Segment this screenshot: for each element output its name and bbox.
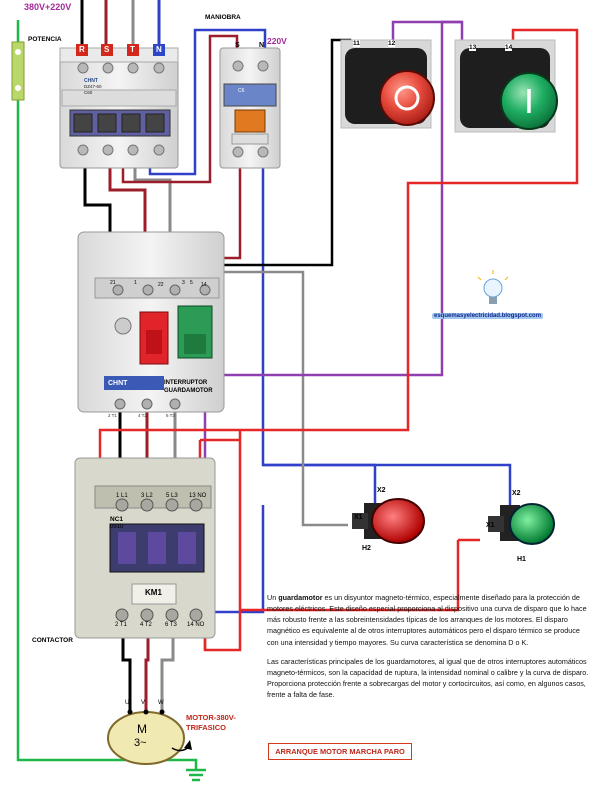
motor-circuit-breaker — [77, 231, 225, 413]
lamp-h2-x2: X2 — [377, 487, 386, 494]
control-voltage: 220V — [267, 36, 287, 46]
contactor-out-t2: 4 T2 — [140, 622, 152, 628]
description: Un guardamotor es un disyuntor magneto-t… — [267, 592, 589, 708]
contactor-name: KM1 — [145, 588, 162, 597]
contactor-label: CONTACTOR — [32, 637, 73, 644]
supply-lines — [80, 0, 161, 50]
guard-terminal-21: 21 — [110, 280, 116, 286]
pilot-lamp-h1 — [488, 503, 555, 545]
main-breaker — [59, 44, 179, 169]
start-terminal-13: 13 — [469, 44, 477, 51]
terminal-n: N — [156, 45, 162, 54]
guard-label-line2: GUARDAMOTOR — [164, 388, 213, 394]
main-breaker-rating: C60 — [84, 90, 93, 95]
paragraph1-bold: guardamotor — [278, 593, 323, 602]
lamp-h2-name: H2 — [362, 545, 371, 552]
terminal-r: R — [79, 45, 85, 54]
earth-line — [16, 20, 198, 770]
motor-phase-u: U — [125, 700, 130, 706]
motor-phase-w: W — [158, 700, 164, 706]
contactor-out-t3: 6 T3 — [165, 622, 177, 628]
guard-out-t1: 2 T1 — [108, 413, 117, 418]
contactor-in-l3: 5 L3 — [166, 493, 178, 499]
motor-label-line2: TRIFASICO — [186, 723, 227, 732]
paragraph1-rest: es un disyuntor magneto-térmico, especia… — [267, 593, 587, 647]
terminal-t: T — [130, 45, 135, 54]
stop-terminal-11: 11 — [353, 40, 360, 47]
contactor-in-l1: 1 L1 — [116, 493, 128, 499]
lamp-h2-x1: X1 — [354, 514, 363, 521]
main-breaker-terminal-badges — [76, 44, 165, 56]
contactor-out-14: 14 NO — [187, 622, 205, 628]
paragraph1-start: Un — [267, 593, 279, 602]
contactor-body — [74, 457, 216, 639]
motor-letter: M — [137, 722, 147, 736]
motor — [107, 709, 192, 765]
start-button — [454, 39, 558, 133]
footer-title: ARRANQUE MOTOR MARCHA PARO — [268, 743, 412, 760]
earth-symbol-icon — [186, 768, 206, 782]
control-terminal-n: N — [259, 42, 265, 49]
control-breaker — [219, 47, 281, 169]
motor-type: 3~ — [134, 737, 147, 749]
main-breaker-brand: CHNT — [84, 78, 98, 84]
control-terminal-s: S — [235, 42, 240, 49]
control-breaker-model: C6 — [238, 88, 245, 94]
guard-out-t2: 4 T2 — [138, 413, 147, 418]
guard-label-line1: INTERRUPTOR — [164, 380, 208, 386]
description-paragraph-1: Un guardamotor es un disyuntor magneto-t… — [267, 592, 589, 648]
motor-label-line1: MOTOR-380V- — [186, 713, 236, 722]
lamp-h1-name: H1 — [517, 556, 526, 563]
supply-label: 380V+220V — [24, 2, 72, 12]
description-paragraph-2: Las características principales de los g… — [267, 656, 589, 700]
terminal-s: S — [104, 45, 110, 54]
guard-terminal-14: 14 — [201, 282, 207, 288]
start-terminal-14: 14 — [505, 44, 513, 51]
power-label: POTENCIA — [28, 36, 62, 43]
lamp-h1-x2: X2 — [512, 490, 521, 497]
pilot-lamp-h2 — [352, 498, 425, 544]
guard-terminal-5: 5 — [190, 280, 193, 286]
supply-earth-marker — [11, 41, 25, 101]
motor-phase-v: V — [141, 700, 146, 706]
control-label: MANIOBRA — [205, 14, 241, 21]
light-bulb-icon — [477, 270, 509, 304]
contactor-in-13: 13 NO — [189, 493, 207, 499]
contactor-model-1: NC1 — [110, 516, 124, 523]
stop-button — [340, 39, 435, 129]
guard-terminal-22: 22 — [158, 282, 164, 288]
guard-out-t3: 6 T3 — [166, 413, 175, 418]
stop-terminal-12: 12 — [388, 40, 396, 47]
lamp-h1-x1: X1 — [486, 522, 495, 529]
guard-terminal-3: 3 — [182, 280, 185, 286]
power-wiring — [83, 168, 177, 712]
blog-url: esquemasyelectricidad.blogspot.com — [432, 313, 544, 319]
guard-brand: CHNT — [108, 380, 128, 387]
main-breaker-model: DZ47-60 — [84, 84, 102, 89]
guard-terminal-1: 1 — [134, 280, 137, 286]
contactor-out-t1: 2 T1 — [115, 622, 127, 628]
contactor-in-l2: 3 L2 — [141, 493, 153, 499]
contactor-model-2: 0910 — [110, 524, 124, 530]
